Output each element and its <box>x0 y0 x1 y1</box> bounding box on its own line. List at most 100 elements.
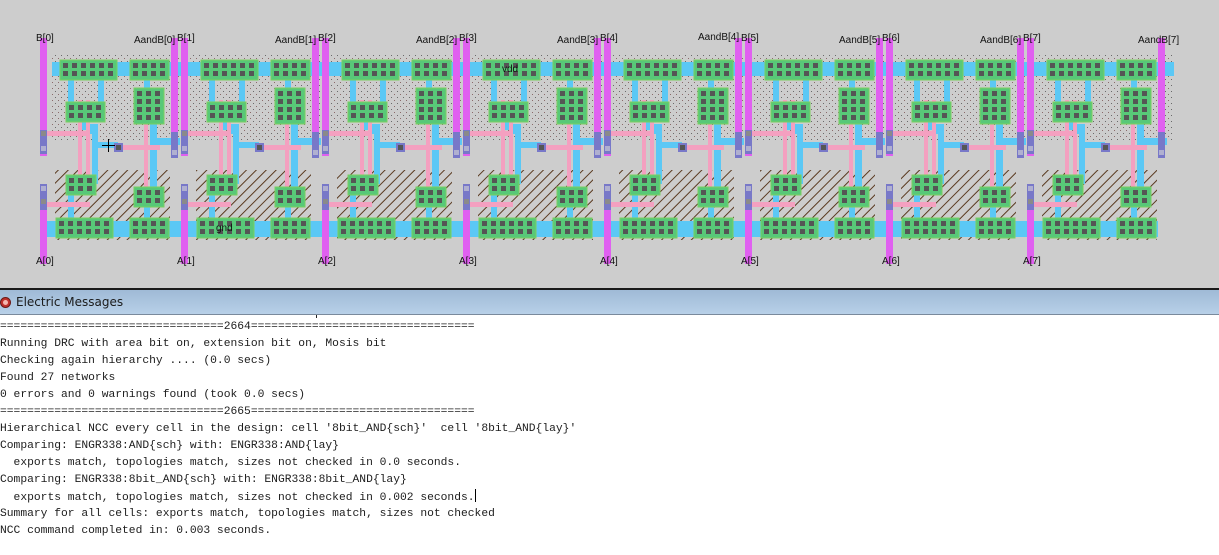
contact <box>1065 105 1070 110</box>
contact <box>1133 107 1138 112</box>
contact <box>813 63 818 68</box>
contact <box>419 190 424 195</box>
contact <box>363 71 368 76</box>
contact <box>565 63 570 68</box>
contact <box>923 221 928 226</box>
contact <box>63 63 68 68</box>
contact <box>632 229 637 234</box>
contact <box>249 63 254 68</box>
contact <box>287 91 292 96</box>
contact <box>213 71 218 76</box>
via <box>1017 132 1024 158</box>
contact <box>746 199 751 204</box>
contact <box>1133 190 1138 195</box>
contact <box>909 63 914 68</box>
poly-wire <box>501 100 505 190</box>
contact <box>877 150 882 155</box>
metal1-wire <box>227 124 237 134</box>
contact <box>701 107 706 112</box>
and-cell-4 <box>604 38 744 264</box>
contact <box>979 63 984 68</box>
contact <box>363 63 368 68</box>
contact <box>245 229 250 234</box>
contact <box>292 221 297 226</box>
contact <box>378 105 383 110</box>
contact <box>1120 71 1125 76</box>
contact <box>583 229 588 234</box>
contact <box>1056 178 1061 183</box>
contact <box>782 229 787 234</box>
and-cells <box>40 38 1167 264</box>
contact <box>378 113 383 118</box>
contact <box>945 71 950 76</box>
contact <box>151 229 156 234</box>
contact <box>501 186 506 191</box>
contact <box>442 229 447 234</box>
contact <box>556 71 561 76</box>
contact <box>222 63 227 68</box>
poly-wire <box>1131 88 1135 198</box>
messages-window[interactable]: Electric Messages ======================… <box>0 290 1219 555</box>
contact <box>997 221 1002 226</box>
contact <box>715 71 720 76</box>
contact <box>933 178 938 183</box>
contact <box>381 63 386 68</box>
contact <box>59 221 64 226</box>
contact <box>623 221 628 226</box>
contact <box>1006 63 1011 68</box>
label-a-input: A[6] <box>882 256 900 267</box>
contact <box>842 115 847 120</box>
contact <box>78 186 83 191</box>
contact <box>341 221 346 226</box>
poly-wire <box>368 100 372 190</box>
layout-canvas[interactable]: B[0]A[0]AandB[0]B[1]A[1]AandB[1]B[2]A[2]… <box>0 0 1219 290</box>
contact <box>219 105 224 110</box>
messages-titlebar[interactable]: Electric Messages <box>0 290 1219 315</box>
contact <box>142 71 147 76</box>
poly-wire <box>1033 202 1077 207</box>
contact <box>633 113 638 118</box>
contact <box>155 190 160 195</box>
contact <box>323 146 328 151</box>
contact <box>792 186 797 191</box>
metal1-wire <box>797 124 803 184</box>
messages-log[interactable]: =================================2664===… <box>0 315 1219 540</box>
contact <box>565 71 570 76</box>
contact <box>710 115 715 120</box>
poly-wire <box>86 100 90 190</box>
label-a-input: A[4] <box>600 256 618 267</box>
contact <box>99 63 104 68</box>
contact <box>1068 71 1073 76</box>
contact <box>1059 71 1064 76</box>
contact <box>710 198 715 203</box>
contact <box>386 221 391 226</box>
contact <box>182 186 187 191</box>
metal1-wire <box>374 142 400 148</box>
contact <box>278 107 283 112</box>
contact <box>182 199 187 204</box>
contact <box>942 113 947 118</box>
contact <box>800 229 805 234</box>
label-output: AandB[5] <box>839 35 880 46</box>
contact <box>774 113 779 118</box>
contact <box>924 186 929 191</box>
contact <box>701 91 706 96</box>
metal1-wire <box>505 116 511 130</box>
layout-drawing[interactable]: B[0]A[0]AandB[0]B[1]A[1]AandB[1]B[2]A[2]… <box>0 0 1219 290</box>
contact <box>482 229 487 234</box>
label-output: AandB[1] <box>275 35 316 46</box>
metal2-output <box>594 38 601 158</box>
contact <box>856 221 861 226</box>
metal2-b-input <box>181 38 188 156</box>
contact <box>510 178 515 183</box>
metal2-output <box>1017 38 1024 158</box>
contact <box>369 105 374 110</box>
metal1-wire <box>773 76 779 104</box>
contact <box>522 63 527 68</box>
contact <box>983 107 988 112</box>
contact <box>642 113 647 118</box>
message-line: Summary for all cells: exports match, to… <box>0 508 495 520</box>
contact <box>842 91 847 96</box>
contact <box>924 113 929 118</box>
contact <box>918 63 923 68</box>
